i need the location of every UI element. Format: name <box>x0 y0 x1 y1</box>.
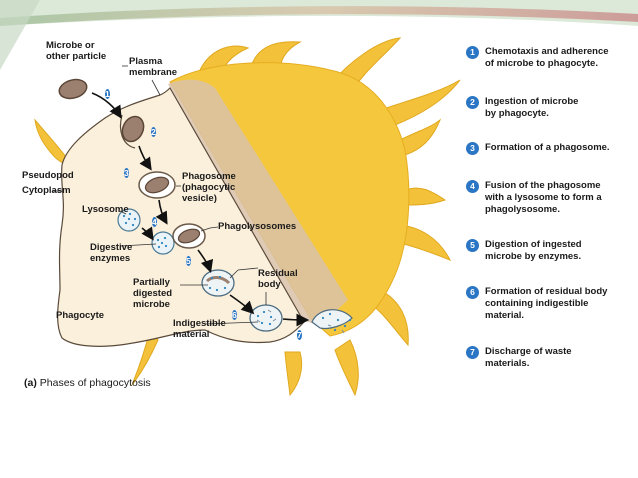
label-cytoplasm: Cytoplasm <box>22 185 71 196</box>
step-number: 2 <box>466 96 479 109</box>
top-banner <box>0 0 638 70</box>
step-number: 1 <box>466 46 479 59</box>
section-cut-band <box>168 79 348 326</box>
label-pseudopod: Pseudopod <box>22 170 74 181</box>
label-plasma-membrane: Plasma membrane <box>129 56 178 78</box>
step-text: Digestion of ingested microbe by enzymes… <box>485 239 582 262</box>
label-indigestible: Indigestible material <box>173 318 226 340</box>
caption-text: Phases of phagocytosis <box>39 377 151 389</box>
adhering-microbe <box>121 115 145 143</box>
label-lysosome: Lysosome <box>82 204 129 215</box>
marker-1: 1 <box>105 89 110 99</box>
step-text: Discharge of waste materials. <box>485 346 572 369</box>
step-text: Formation of a phagosome. <box>485 142 610 153</box>
discharge-shape <box>311 309 353 334</box>
label-phagolysosomes: Phagolysosomes <box>218 221 297 232</box>
label-microbe: Microbe or other particle <box>46 40 107 62</box>
partially-digested-shape <box>201 269 235 297</box>
process-arrows <box>91 92 310 327</box>
microbe-shape <box>58 78 88 100</box>
step-6: 6 Formation of residual body containing i… <box>466 286 636 322</box>
marker-5: 5 <box>186 256 191 266</box>
step-text: Fusion of the phagosome with a lysosome … <box>485 180 602 215</box>
step-number: 4 <box>466 180 479 193</box>
caption-letter: (a) <box>24 377 37 389</box>
phagosome-shape <box>138 171 176 199</box>
step-2: 2 Ingestion of microbe by phagocyte. <box>466 96 636 120</box>
label-residual-body: Residual body <box>258 268 298 290</box>
marker-3: 3 <box>124 168 129 178</box>
step-number: 5 <box>466 239 479 252</box>
step-number: 3 <box>466 142 479 155</box>
marker-6: 6 <box>232 310 237 320</box>
step-1: 1 Chemotaxis and adherence of microbe to … <box>466 46 636 70</box>
step-number: 6 <box>466 286 479 299</box>
membrane-invagination <box>119 114 136 149</box>
marker-4: 4 <box>152 217 157 227</box>
marker-7: 7 <box>297 330 302 340</box>
step-5: 5 Digestion of ingested microbe by enzyme… <box>466 239 636 263</box>
step-7: 7 Discharge of waste materials. <box>466 346 636 370</box>
step-number: 7 <box>466 346 479 359</box>
step-4: 4 Fusion of the phagosome with a lysosome… <box>466 180 636 216</box>
label-phagosome: Phagosome (phagocytic vesicle) <box>182 171 236 204</box>
step-text: Chemotaxis and adherence of microbe to p… <box>485 46 609 69</box>
step-3: 3 Formation of a phagosome. <box>466 142 636 155</box>
step-text: Ingestion of microbe by phagocyte. <box>485 96 579 119</box>
label-digestive-enzymes: Digestive enzymes <box>90 242 133 264</box>
figure-caption: (a) Phases of phagocytosis <box>24 377 151 389</box>
step-text: Formation of residual body containing in… <box>485 286 608 321</box>
phagolysosome-shape <box>172 223 206 249</box>
lysosome-shape <box>117 208 141 232</box>
fusing-lysosome <box>151 231 175 255</box>
marker-2: 2 <box>151 127 156 137</box>
residual-body-shape <box>249 304 283 332</box>
leader-lines <box>52 65 267 325</box>
label-partially-digested: Partially digested microbe <box>133 277 173 310</box>
label-phagocyte: Phagocyte <box>56 310 105 321</box>
